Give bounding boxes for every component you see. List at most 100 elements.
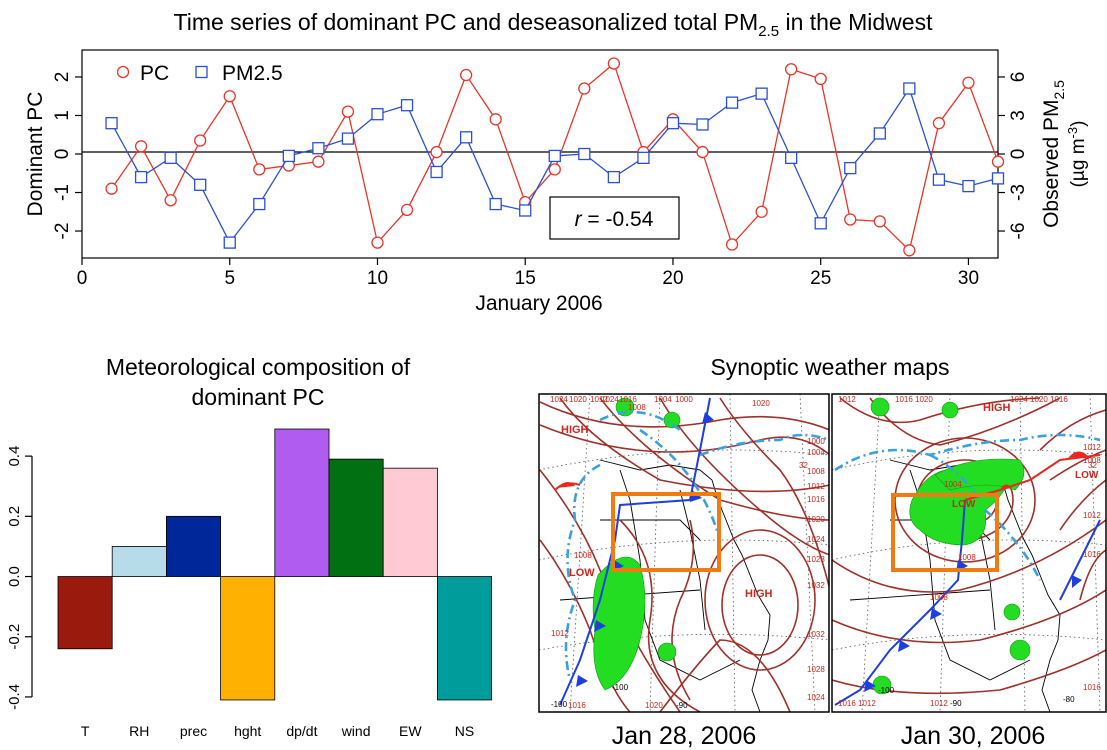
- pc-point: [459, 68, 473, 82]
- pm25-point: [282, 149, 295, 163]
- pm25-point: [400, 99, 414, 112]
- pm25-point: [430, 165, 443, 179]
- map-jan30-frame: [832, 394, 1106, 712]
- pc-point: [164, 194, 177, 207]
- y-right-tick-label: -3: [1008, 184, 1029, 201]
- map-jan28-isobar-label: 1024: [550, 395, 568, 404]
- pc-point: [400, 203, 414, 217]
- y-tick-label: -2: [52, 223, 73, 240]
- pm25-point: [194, 178, 207, 191]
- pm25-point: [312, 142, 325, 155]
- map-jan28-contour-label: -100: [551, 700, 568, 709]
- pc-point: [371, 236, 384, 249]
- bar-y-tick-label: 0.0: [6, 566, 23, 587]
- map-jan28-isobar-label: 1012: [551, 629, 569, 638]
- map-jan28-isobar-label: 1028: [807, 555, 825, 564]
- y-tick-label: 2: [52, 72, 73, 83]
- map-jan30-high-label: HIGH: [983, 402, 1011, 414]
- time-series-series: [105, 57, 1005, 257]
- pm25-point: [134, 170, 148, 184]
- correlation-annotation: r = -0.54: [549, 196, 680, 240]
- map-jan30-border: [831, 393, 1107, 713]
- pc-point: [312, 155, 325, 168]
- bar-category-label: RH: [129, 723, 149, 739]
- bar-EW: [382, 467, 438, 577]
- map-jan28-isobar-label: 1000: [807, 437, 825, 446]
- time-series-y-label-right: Observed PM2.5: [1040, 80, 1067, 228]
- pm25-point: [548, 149, 561, 163]
- pm25-point: [489, 197, 502, 211]
- correlation-text: r = -0.54: [575, 208, 654, 231]
- bar-dp-dt: [274, 428, 330, 577]
- bar-T: [57, 576, 113, 650]
- map-jan28-labels: HIGH HIGH LOW 1000 1004 1008 1012 1016 1…: [550, 395, 825, 710]
- synoptic-maps: Synoptic weather maps: [538, 354, 1107, 750]
- map-jan30-isobar-label: 1020: [1030, 395, 1048, 404]
- bar-category-label: NS: [455, 723, 474, 739]
- map-jan30-region-box: [891, 493, 999, 572]
- bar-category-label: T: [81, 723, 90, 739]
- time-series-plot-frame: [81, 49, 999, 259]
- time-series-chart: Time series of dominant PC and deseasona…: [24, 9, 1089, 315]
- map-jan28-isobar-label: 1024: [601, 395, 619, 404]
- legend-pm-marker: [195, 65, 208, 79]
- map-jan28-isobar-label: 1020: [807, 515, 825, 524]
- map-jan30-isobar-label: 1024: [1010, 395, 1028, 404]
- map-jan30-labels: HIGH LOW LOW 1012 1016 1020 1024 1020 10…: [838, 395, 1101, 708]
- map-jan28-isobar-label: 1016: [807, 495, 825, 504]
- map-jan30-isobar-label: 1016: [838, 699, 856, 708]
- y-right-tick-label: 6: [1008, 72, 1029, 83]
- map-jan30-isobar-label: 1012: [930, 699, 948, 708]
- map-jan28-high-label-2: HIGH: [745, 588, 773, 600]
- map-jan28-isobar-label: 1028: [807, 665, 825, 674]
- pc-point: [489, 113, 502, 126]
- pc-point: [991, 155, 1005, 168]
- map-jan28-isobar-label: 1000: [675, 395, 693, 404]
- map-jan30-isobar-label: 1012: [1083, 511, 1101, 520]
- bar-category-label: wind: [341, 723, 371, 739]
- map-jan28-region-box: [611, 492, 721, 572]
- pc-point: [725, 238, 739, 251]
- map-jan30-contour-label: -80: [1063, 695, 1075, 704]
- map-jan30-low-label-2: LOW: [1075, 470, 1099, 481]
- pm25-point: [105, 117, 118, 130]
- map-jan30-isobar-label: 1008: [930, 593, 948, 602]
- bar-RH: [111, 546, 167, 577]
- map-jan28-isobar-label: 1016: [619, 395, 637, 404]
- pc-point: [578, 82, 591, 95]
- pc-point: [194, 134, 207, 147]
- map-jan30-lat-lon-grid: [832, 394, 1106, 712]
- map-jan28-isobar-label: 1012: [807, 482, 825, 491]
- pm25-point: [814, 217, 827, 230]
- legend-pc-marker: [116, 65, 130, 79]
- pm25-point: [755, 87, 768, 100]
- map-jan30-contour-label: -100: [878, 686, 895, 695]
- composition-bars: [57, 428, 492, 701]
- map-jan30-caption: Jan 30, 2006: [901, 722, 1046, 750]
- bar-category-label: prec: [180, 723, 207, 739]
- pc-point: [785, 63, 798, 76]
- time-series-title: Time series of dominant PC and deseasona…: [174, 9, 934, 40]
- pc-point: [341, 105, 355, 118]
- map-jan28-isobar-label: 1004: [654, 395, 672, 404]
- pm25-point: [991, 172, 1005, 185]
- pm25-point: [371, 108, 384, 121]
- map-jan28-isobar-label: 1016: [568, 701, 586, 710]
- map-jan30-isobar-label: 1012: [1083, 443, 1101, 452]
- pc-point: [548, 163, 561, 176]
- pc-point: [253, 163, 266, 176]
- map-jan30-isobar-label: 1016: [1083, 683, 1101, 692]
- y-tick-label: 0: [52, 149, 73, 160]
- x-tick-label: 5: [224, 268, 235, 289]
- pm25-point: [578, 147, 591, 161]
- bar-category-label: dp/dt: [286, 723, 317, 739]
- x-tick-label: 30: [958, 268, 979, 289]
- pm25-point: [725, 96, 739, 109]
- pm25-point: [873, 127, 886, 140]
- map-jan30-precip: [870, 397, 1031, 695]
- x-tick-label: 0: [77, 268, 88, 289]
- pm25-point: [341, 132, 355, 145]
